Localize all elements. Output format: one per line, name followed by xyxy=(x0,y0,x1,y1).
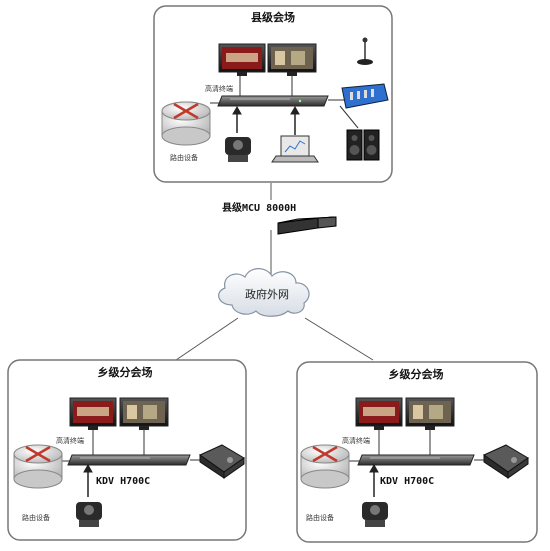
mcu-device: 县级MCU 8000H xyxy=(222,201,337,235)
county-screen-right xyxy=(267,43,317,76)
branch-right-screen-right xyxy=(405,397,455,430)
cloud-label: 政府外网 xyxy=(245,287,289,301)
link-cloud-right xyxy=(304,317,374,361)
county-venue-frame xyxy=(153,5,393,183)
branch-right-router-icon xyxy=(300,444,350,489)
county-screen-left xyxy=(218,43,266,76)
branch-left-screen-right xyxy=(119,397,169,430)
branch-left-camera-icon xyxy=(76,502,102,527)
branch-right-arrow xyxy=(369,463,379,497)
county-venue-panel: 县级会场 高清终端 xyxy=(153,5,393,183)
county-microphone-icon xyxy=(357,37,373,65)
branch-right-links xyxy=(349,430,484,462)
branch-left-hd-terminal xyxy=(67,454,191,466)
branch-right-device-label: KDV H700C xyxy=(380,476,434,487)
county-router-label: 路由设备 xyxy=(170,153,198,162)
county-laptop-icon xyxy=(271,135,319,163)
county-camera-icon xyxy=(225,137,251,162)
county-audio-mixer-icon xyxy=(341,83,389,109)
county-links xyxy=(210,76,359,129)
branch-venue-right-panel: 乡级分会场 高清终端 KDV H700C xyxy=(296,361,538,543)
government-extranet-cloud: 政府外网 xyxy=(218,268,310,317)
branch-left-router-label: 路由设备 xyxy=(22,513,50,522)
branch-left-router-icon xyxy=(13,444,63,489)
branch-right-router-label: 路由设备 xyxy=(306,513,334,522)
branch-right-screen-left xyxy=(355,397,403,430)
branch-left-projector-icon xyxy=(199,444,245,479)
branch-right-hd-terminal xyxy=(357,454,475,466)
branch-left-frame xyxy=(7,359,247,541)
mcu-label: 县级MCU 8000H xyxy=(222,201,296,214)
branch-left-terminal-label: 高清终端 xyxy=(56,436,84,445)
county-hd-terminal xyxy=(217,95,329,107)
mcu-box-icon xyxy=(277,216,337,235)
county-venue-title: 县级会场 xyxy=(251,10,295,24)
branch-left-screen-left xyxy=(69,397,117,430)
branch-left-arrow xyxy=(83,463,93,497)
branch-right-projector-icon xyxy=(483,444,529,479)
branch-left-device-label: KDV H700C xyxy=(96,476,150,487)
branch-left-title: 乡级分会场 xyxy=(98,365,153,379)
county-terminal-label: 高清终端 xyxy=(205,84,233,93)
connections xyxy=(175,183,374,361)
branch-right-terminal-label: 高清终端 xyxy=(342,436,370,445)
county-arrows xyxy=(232,105,300,135)
county-router-icon xyxy=(161,101,211,146)
branch-right-title: 乡级分会场 xyxy=(389,367,444,381)
county-speakers-icon xyxy=(346,129,380,161)
branch-left-links xyxy=(62,430,200,462)
branch-right-camera-icon xyxy=(362,502,388,527)
branch-venue-left-panel: 乡级分会场 高清终端 KDV H700C xyxy=(7,359,247,541)
link-cloud-left xyxy=(175,317,239,361)
